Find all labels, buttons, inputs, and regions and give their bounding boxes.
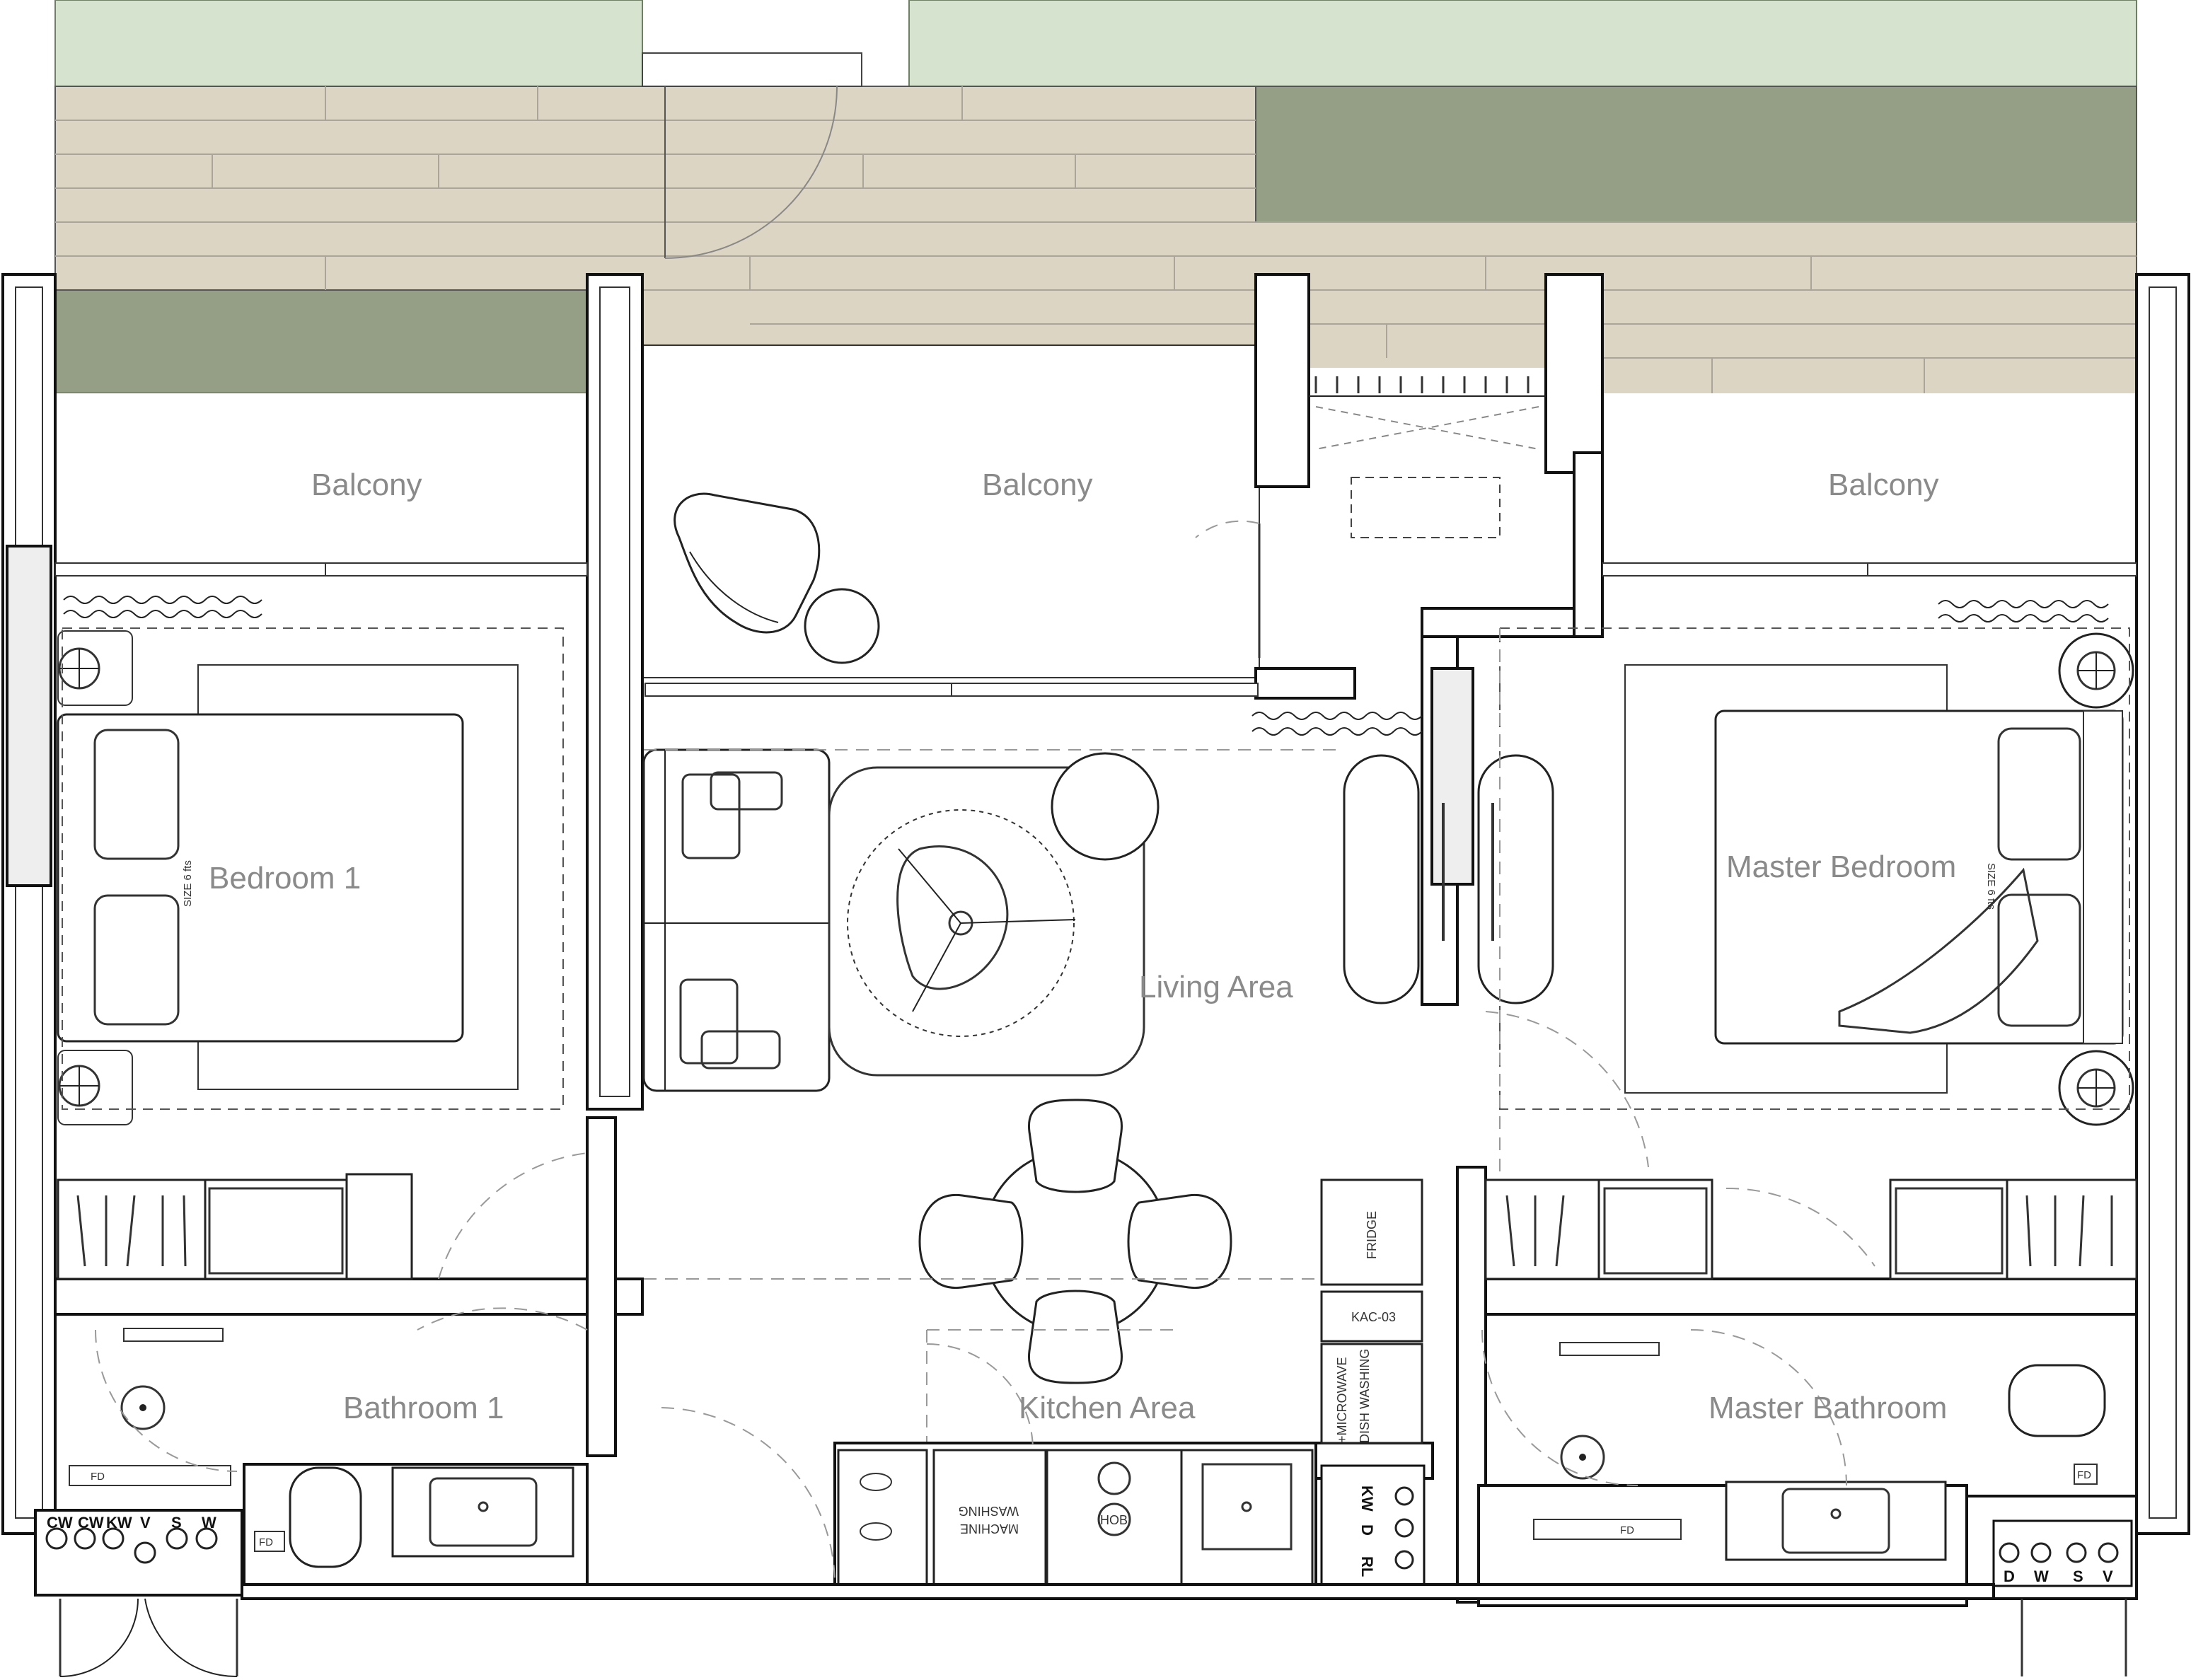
util-left-4: V [140, 1514, 151, 1531]
label-bedroom-1: Bedroom 1 [209, 861, 361, 896]
dining-set [918, 1099, 1232, 1384]
util-kitchen-valves [1394, 1486, 1414, 1570]
bed-size-label-left: SIZE 6 fts [182, 860, 194, 907]
master-bathroom-fixtures: FD FD [1533, 1342, 2106, 1561]
util-right-3: S [2073, 1568, 2083, 1585]
entry-door [59, 1598, 2127, 1678]
util-left-5: S [171, 1514, 182, 1531]
fd-label-right: FD [1620, 1524, 1634, 1536]
bottom-wall [241, 1583, 1995, 1600]
label-master-bedroom: Master Bedroom [1726, 850, 1956, 884]
armchairs [1343, 754, 1554, 1004]
column-left [6, 545, 52, 887]
balcony-lounge-chair [674, 492, 821, 634]
util-left-6: W [202, 1514, 216, 1531]
balcony-gate [642, 52, 862, 259]
util-right-4: V [2103, 1568, 2113, 1585]
util-right-1: D [2004, 1568, 2015, 1585]
dishwashing-label: DISH WASHING [1358, 1349, 1372, 1443]
bathroom-1-fixtures: FD FD [69, 1328, 574, 1568]
wardrobe-bedroom-1 [57, 1173, 413, 1280]
fd-label-left2: FD [259, 1536, 273, 1548]
washing-label-1: WASHING [959, 1504, 1019, 1518]
label-balcony-center: Balcony [982, 468, 1093, 502]
hob-label: HOB [1100, 1513, 1128, 1527]
bed-master: SIZE 6 fts [1499, 627, 2134, 1126]
landscape-light-right [908, 0, 2137, 87]
coffee-table-rug [828, 752, 1160, 1077]
util-kitchen-3: RL [1358, 1556, 1376, 1577]
ceiling-lines [644, 628, 1501, 1471]
util-right-valves [1999, 1542, 2119, 1563]
util-right-2: W [2034, 1568, 2049, 1585]
label-master-bathroom: Master Bathroom [1709, 1391, 1947, 1425]
balcony-doors [54, 562, 2137, 697]
util-kitchen-2: D [1358, 1524, 1376, 1536]
curtains [63, 596, 2109, 736]
balcony-left-floor [55, 393, 587, 563]
util-kitchen-1: KW [1358, 1485, 1376, 1512]
landscape-dark-left [54, 289, 588, 394]
service-balcony [1195, 376, 1546, 658]
sofa [642, 748, 831, 1092]
landscape-dark-right [1255, 86, 2137, 223]
label-bathroom-1: Bathroom 1 [343, 1391, 504, 1425]
fridge-label: FRIDGE [1365, 1211, 1379, 1259]
util-left-valves [45, 1527, 218, 1564]
bed-size-label-right: SIZE 6 fts [1985, 863, 1997, 910]
balcony-side-table [804, 588, 880, 664]
washing-label-2: MACHINE [960, 1522, 1019, 1536]
microwave-label: +MICROWAVE [1335, 1357, 1349, 1443]
service-balcony-floor [1309, 368, 1546, 453]
fd-label-right2: FD [2077, 1469, 2091, 1481]
landscape-light-left [54, 0, 643, 87]
balcony-right-floor [1599, 393, 2137, 563]
label-living-area: Living Area [1139, 970, 1293, 1004]
label-kitchen-area: Kitchen Area [1019, 1391, 1196, 1425]
label-balcony-right: Balcony [1828, 468, 1939, 502]
wardrobe-master-1 [1484, 1178, 2138, 1280]
column-center [1430, 667, 1474, 886]
bed-bedroom-1: SIZE 6 fts [57, 627, 564, 1125]
kitchen-units: FRIDGE KAC-03 +MICROWAVE DISH WASHING WA… [837, 1178, 1423, 1586]
label-balcony-left: Balcony [311, 468, 422, 502]
fd-label-left: FD [91, 1471, 105, 1483]
door-swings [95, 1011, 1875, 1585]
deck-planks [55, 86, 2137, 393]
kac-label: KAC-03 [1351, 1310, 1396, 1324]
